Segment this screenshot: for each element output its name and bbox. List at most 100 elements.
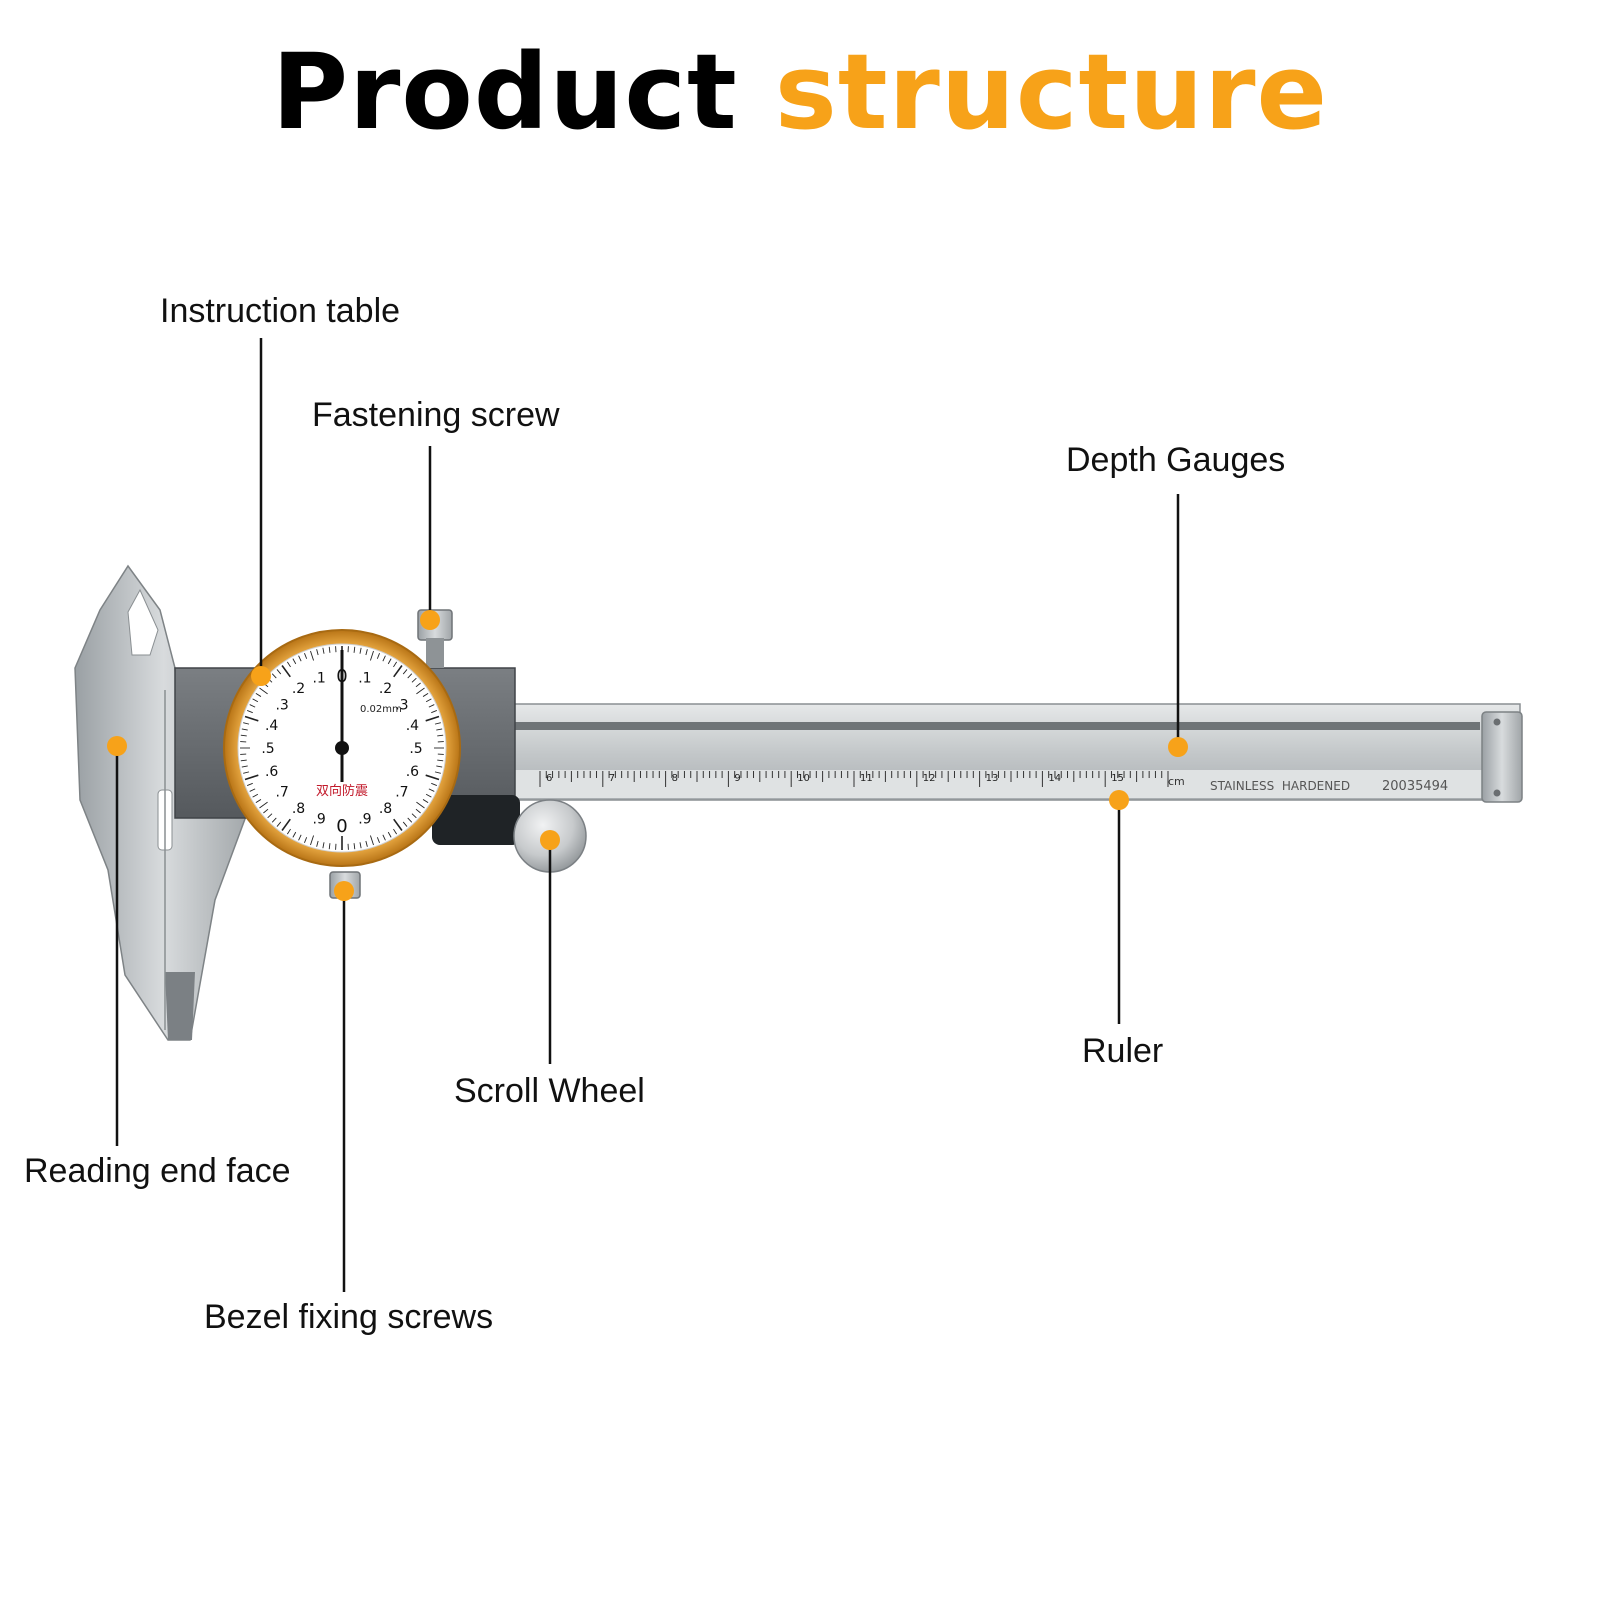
marker-fastening-screw [420, 610, 440, 630]
dial-number: .4 [406, 718, 419, 734]
dial-tick [298, 655, 302, 662]
dial-tick [244, 774, 259, 781]
dial-tick [393, 818, 403, 831]
dial-tick [415, 808, 421, 814]
dial-tick [434, 771, 441, 774]
fastening-screw-stem [426, 638, 444, 668]
marker-ruler [1109, 790, 1129, 810]
dial-tick [431, 782, 438, 786]
end-cap-screw [1493, 789, 1501, 797]
ruler-ticks [539, 771, 1169, 787]
dial-tick [393, 661, 398, 668]
dial-resolution: 0.02mm [360, 704, 402, 715]
dial-tick [425, 715, 440, 722]
dial-tick [436, 765, 443, 768]
dial-numbers: .1.2.3.4.5.6.7.8.9.9.8.7.6.5.4.3.2.1 [261, 671, 422, 828]
dial-tick [353, 843, 356, 850]
dial-tick [387, 831, 392, 838]
ruler-unit: cm [1168, 775, 1185, 788]
dial-tick [428, 788, 435, 792]
dial-number: .4 [265, 718, 278, 734]
slider-thumb-grip [432, 795, 520, 845]
label-instruction-table: Instruction table [160, 292, 401, 330]
dial-zero-bottom: 0 [336, 816, 347, 837]
label-fastening-screw: Fastening screw [312, 396, 560, 434]
ruler-cm-number: 6 [546, 773, 552, 784]
dial-number: .6 [406, 764, 419, 780]
dial-tick [393, 665, 403, 678]
dial-number: .2 [379, 681, 392, 697]
dial-tick [353, 646, 356, 653]
dial-tick [425, 793, 432, 798]
ruler-serial: 20035494 [1382, 779, 1448, 794]
dial-tick [402, 669, 408, 675]
ruler-cm-number: 14 [1048, 773, 1061, 784]
dial-tick [240, 759, 247, 762]
label-depth-gauges: Depth Gauges [1066, 441, 1286, 479]
dial-tick [407, 817, 413, 823]
dial-tick [241, 728, 248, 731]
dial-tick [376, 652, 380, 659]
dial-tick [370, 650, 374, 661]
dial-tick [365, 649, 368, 656]
dial-number: .7 [395, 784, 408, 800]
dial-tick [382, 834, 386, 841]
dial-tick [259, 801, 268, 809]
dial-tick [310, 835, 314, 846]
dial-tick [252, 698, 259, 703]
dial-tick [365, 840, 368, 847]
dial-tick [316, 840, 319, 847]
dial-tick [428, 704, 435, 708]
dial-tick [436, 728, 443, 731]
dial-tick [271, 817, 277, 823]
dial-tick [255, 799, 262, 804]
dial-number: .3 [275, 698, 288, 714]
dial-tick [359, 842, 362, 849]
dial-tick [281, 818, 291, 831]
dial-tick [286, 828, 291, 835]
dial-number: .5 [409, 741, 422, 757]
marker-bezel-fixing-screws [334, 881, 354, 901]
dial-tick [281, 665, 291, 678]
dial-tick [416, 687, 425, 695]
dial-tick [425, 774, 440, 781]
dial-tick [382, 655, 386, 662]
dial-tick [322, 842, 325, 849]
ruler-stamp: STAINLESS HARDENED [1210, 779, 1350, 793]
dial-tick [276, 669, 282, 675]
dial-number: .8 [292, 801, 305, 817]
dial-tick [304, 837, 308, 844]
dial-tick [316, 649, 319, 656]
dial-number: .7 [275, 784, 288, 800]
ruler-cm-number: 11 [860, 773, 873, 784]
dial-tick [255, 692, 262, 697]
dial-tick [259, 687, 268, 695]
depth-gauge-slot [505, 722, 1480, 730]
dial-needle-hub [335, 741, 349, 755]
dial-tick [434, 722, 441, 725]
ruler-cm-number: 8 [672, 773, 678, 784]
dial-tick [276, 821, 282, 827]
dial-tick [416, 801, 425, 809]
dial-tick [425, 698, 432, 703]
dial-number: .8 [379, 801, 392, 817]
dial-tick [328, 646, 331, 653]
dial-tick [387, 658, 392, 665]
title-part-2: structure [774, 31, 1329, 153]
dial-tick [246, 782, 253, 786]
dial-number: .1 [312, 671, 325, 687]
label-bezel-fixing-screws: Bezel fixing screws [204, 1298, 494, 1336]
dial-number: .3 [395, 698, 408, 714]
title-part-1: Product [271, 31, 775, 153]
dial-number: .5 [261, 741, 274, 757]
dial-tick [415, 682, 421, 688]
beam-end-cap [1481, 711, 1523, 803]
dial-tick [244, 715, 259, 722]
dial-number: .9 [358, 811, 371, 827]
dial-tick [304, 652, 308, 659]
dial-tick [310, 650, 314, 661]
dial-tick [328, 843, 331, 850]
dial-tick [437, 734, 444, 737]
dial-tick [359, 647, 362, 654]
label-reading-end-face: Reading end face [24, 1152, 291, 1190]
